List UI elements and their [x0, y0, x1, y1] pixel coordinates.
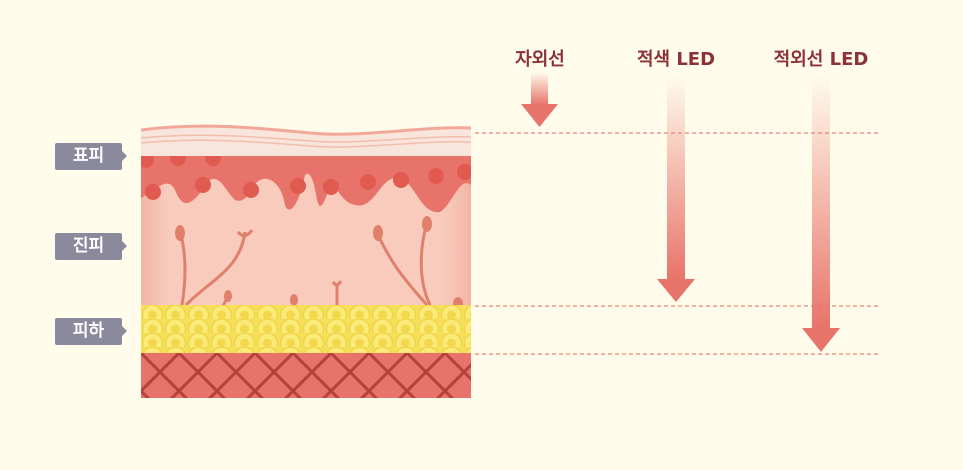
muscle-layer	[141, 353, 471, 398]
light-label-infrared-led: 적외선 LED	[773, 49, 869, 70]
layer-label-dermis: 진피	[55, 233, 127, 260]
uv-arrow-icon	[521, 72, 558, 127]
layer-label-subcutis: 피하	[55, 318, 127, 345]
layer-label-epidermis: 표피	[55, 143, 127, 170]
light-label-red-led: 적색 LED	[636, 49, 716, 70]
infrared-led-arrow-icon	[802, 75, 840, 352]
epidermis-layer	[141, 155, 471, 213]
red-led-arrow-icon	[657, 75, 695, 302]
subcutaneous-fat-layer	[141, 305, 471, 353]
light-label-uv: 자외선	[515, 49, 565, 70]
